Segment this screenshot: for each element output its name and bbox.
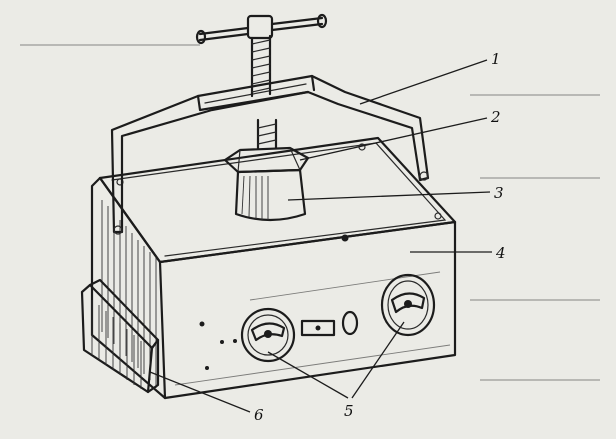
front-panel xyxy=(199,273,436,370)
housing xyxy=(90,136,457,400)
callout-5: 5 xyxy=(344,402,354,420)
leader-5b xyxy=(351,321,405,399)
callout-lines xyxy=(149,59,492,413)
indicator-lamp xyxy=(341,310,359,336)
background-bleed xyxy=(20,44,600,381)
callout-1: 1 xyxy=(491,50,501,68)
leader-2 xyxy=(299,117,488,161)
left-wing-knob xyxy=(240,307,296,363)
leader-6 xyxy=(149,371,251,413)
callout-3: 3 xyxy=(494,184,504,202)
callout-6: 6 xyxy=(254,406,264,424)
leader-3 xyxy=(287,191,491,201)
callout-labels: 1 2 3 4 5 6 xyxy=(254,50,506,424)
side-box xyxy=(80,278,160,394)
toggle-switch xyxy=(300,319,336,337)
press-head xyxy=(223,118,310,222)
right-wing-knob xyxy=(380,273,436,337)
callout-4: 4 xyxy=(495,244,506,262)
yoke-frame xyxy=(110,74,430,235)
callout-2: 2 xyxy=(490,108,501,126)
leader-5a xyxy=(267,351,349,399)
leader-1 xyxy=(359,59,488,105)
screw-handle xyxy=(195,13,328,98)
